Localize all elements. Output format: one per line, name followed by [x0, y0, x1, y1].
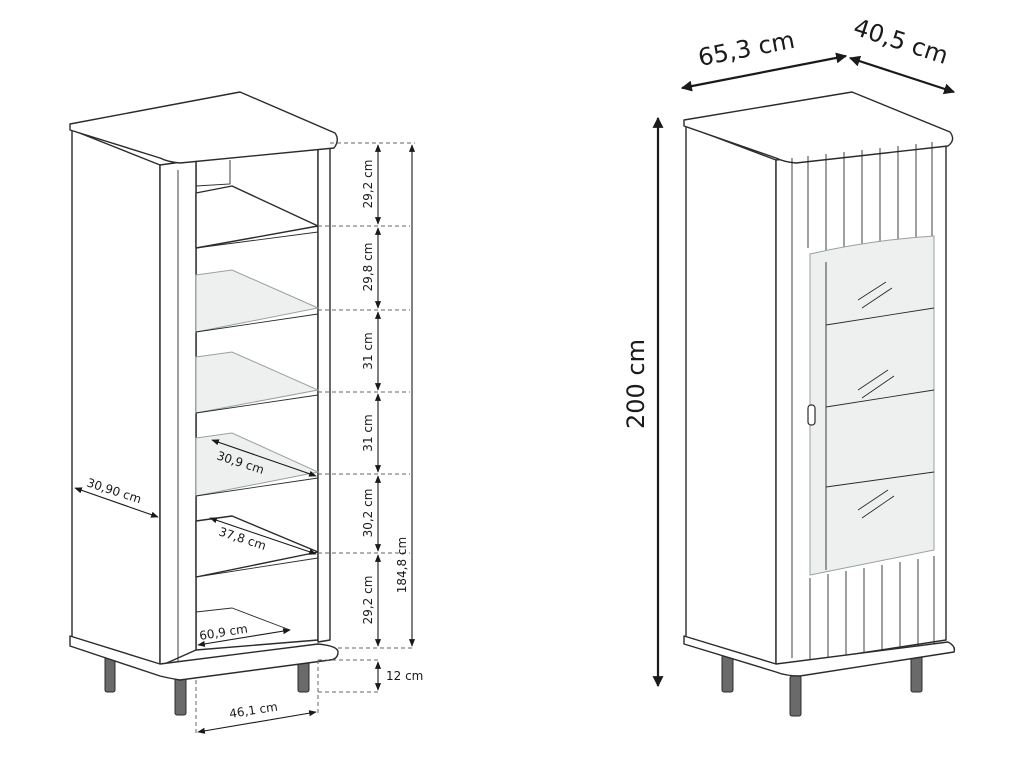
- cabinet-side-panel: [71, 129, 161, 667]
- inner-shelf-line: [825, 471, 935, 488]
- glass-shelf-3-edge: [195, 394, 319, 414]
- glass-shelf-2-edge: [195, 313, 319, 333]
- cabinet-leg: [721, 654, 734, 693]
- open-cabinet-drawing: 29,2 cm 29,8 cm 31 cm 31 cm 30,2 cm 29,2…: [69, 91, 423, 735]
- inner-shelf-line: [825, 307, 935, 326]
- glass-shelf-4-edge: [195, 477, 319, 497]
- shelf-height-label: 31 cm: [361, 332, 375, 369]
- closed-cabinet-drawing: 65,3 cm 40,5 cm 200 cm: [622, 13, 956, 717]
- inner-shelf-line: [825, 389, 935, 408]
- dim-arrow: [197, 710, 317, 734]
- dim-arrow: [211, 439, 317, 477]
- shelf-height-label: 29,8 cm: [361, 243, 375, 292]
- cabinet-leg: [104, 656, 116, 693]
- cabinet-top: [69, 91, 338, 164]
- shelf-height-label: 31 cm: [361, 414, 375, 451]
- glass-shelf-2: [195, 269, 320, 333]
- shelf-height-label: 29,2 cm: [361, 576, 375, 625]
- bottom-compartment-line: [195, 607, 291, 631]
- cabinet-base: [683, 635, 956, 677]
- cabinet-base: [69, 635, 339, 681]
- depth-label: 40,5 cm: [850, 13, 952, 70]
- shelf-height-label: 30,2 cm: [361, 489, 375, 538]
- cabinet-side-panel: [685, 125, 777, 667]
- inner-height-label: 184,8 cm: [395, 537, 409, 593]
- height-label: 200 cm: [622, 339, 650, 429]
- width-label: 65,3 cm: [696, 26, 797, 72]
- base-depth-label: 46,1 cm: [228, 699, 278, 720]
- cabinet-top: [683, 91, 954, 164]
- glass-reflection: [857, 281, 893, 309]
- dim-arrow: [197, 628, 291, 647]
- cabinet-leg: [789, 675, 802, 717]
- glass-reflection: [857, 369, 895, 399]
- width-arrow: [680, 52, 848, 92]
- door-fluting-lower: [809, 556, 935, 664]
- inner-top-recess: [195, 160, 231, 187]
- depth-arrow: [848, 55, 956, 95]
- door-glass-window: [809, 235, 935, 576]
- door-handle: [807, 404, 816, 426]
- shelf-1-edge: [195, 231, 319, 249]
- shelf-height-label: 29,2 cm: [361, 160, 375, 209]
- cabinet-leg: [174, 676, 187, 716]
- glass-shelf-3: [195, 351, 320, 414]
- glass-reflection: [857, 489, 895, 519]
- door-fluting-upper: [791, 142, 933, 658]
- leg-height-label: 12 cm: [386, 669, 423, 683]
- shelf-5-edge: [195, 557, 319, 578]
- dim-arrow: [209, 517, 317, 555]
- dim-arrow: [74, 487, 159, 518]
